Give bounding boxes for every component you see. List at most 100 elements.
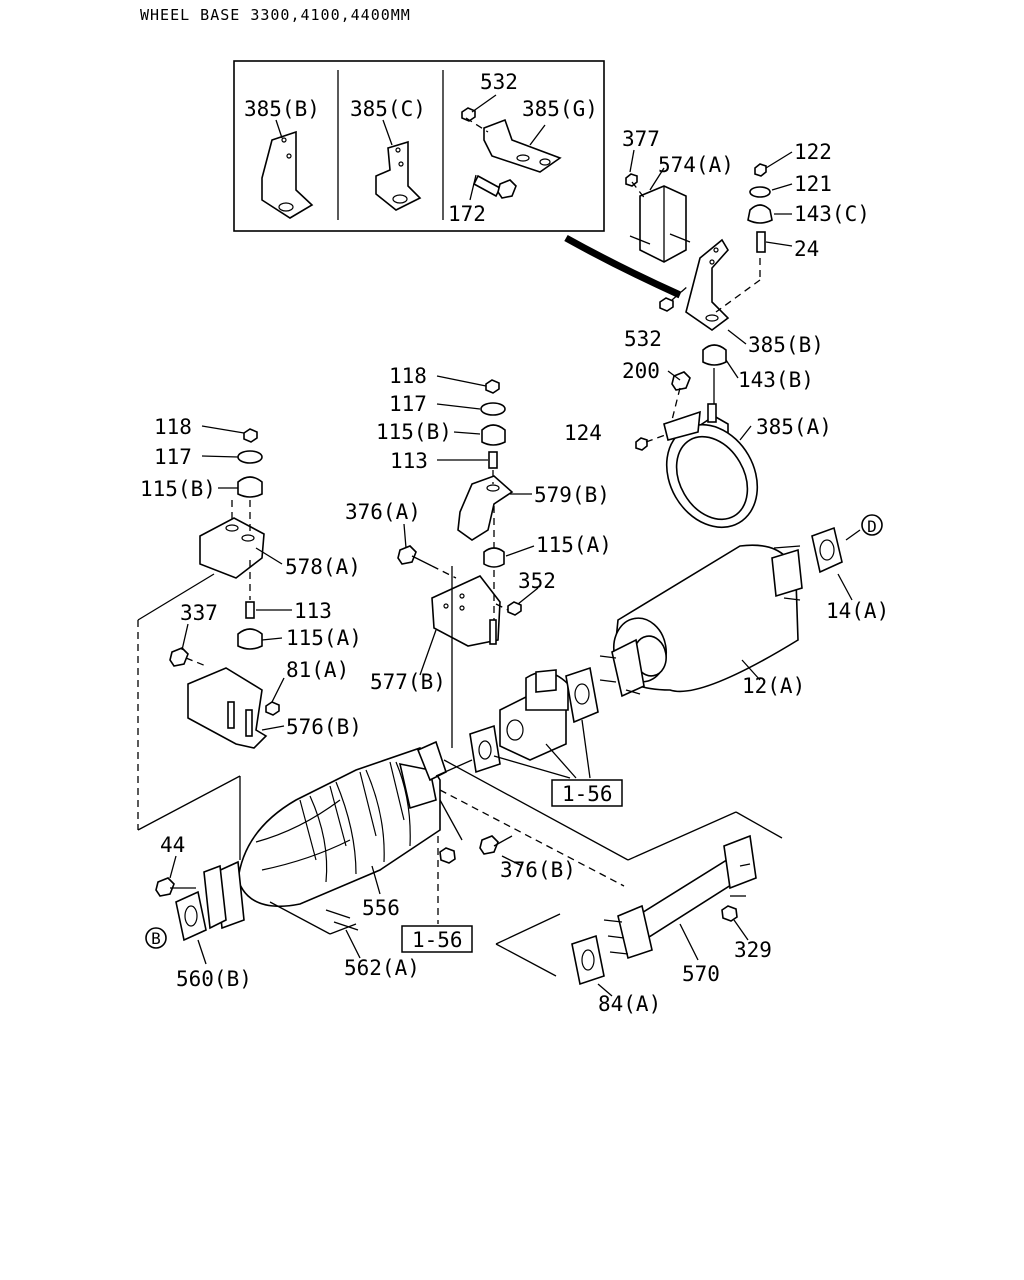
rubber-mount-574a — [639, 185, 687, 263]
label-113-left: 113 — [294, 599, 332, 623]
label-377: 377 — [622, 127, 660, 151]
label-115a-center: 115(A) — [536, 533, 612, 557]
callout-d-circle — [861, 514, 883, 536]
label-113-center: 113 — [390, 449, 428, 473]
catalytic-converter-556 — [203, 740, 447, 930]
label-577b: 577(B) — [370, 670, 446, 694]
bracket-385b — [685, 238, 730, 331]
bracket-385c-drawing — [375, 119, 422, 211]
label-143c: 143(C) — [794, 202, 870, 226]
label-115a-left: 115(A) — [286, 626, 362, 650]
nut-1-56 — [439, 847, 456, 864]
bolt-337 — [169, 647, 189, 667]
bracket-variants-inset: 385(B) 385(C) 532 385(G) 172 — [233, 60, 605, 232]
label-562a: 562(A) — [344, 956, 420, 980]
bracket-385g-drawing — [461, 94, 562, 201]
upper-right-hanger — [625, 149, 793, 529]
label-115b-left: 115(B) — [140, 477, 216, 501]
label-556: 556 — [362, 896, 400, 920]
nut-329 — [721, 905, 738, 922]
rubber-115b-left — [237, 476, 263, 498]
bracket-579b — [457, 475, 514, 541]
label-118-center: 118 — [389, 364, 427, 388]
bolt-200 — [671, 371, 691, 391]
bolt-376b — [479, 835, 499, 855]
bolt-376a — [397, 545, 417, 565]
label-578a: 578(A) — [285, 555, 361, 579]
nut-532 — [659, 297, 674, 312]
label-376b: 376(B) — [500, 858, 576, 882]
label-532: 532 — [624, 327, 662, 351]
label-385a: 385(A) — [756, 415, 832, 439]
label-117-center: 117 — [389, 392, 427, 416]
bracket-578a — [199, 517, 265, 579]
label-337: 337 — [180, 601, 218, 625]
collar-113-left — [245, 601, 255, 619]
label-385g-inset: 385(G) — [522, 97, 598, 121]
gasket-560b — [175, 890, 207, 965]
label-81a: 81(A) — [286, 658, 349, 682]
sensor-housing — [499, 669, 569, 761]
collar-113-center — [488, 451, 498, 469]
reference-box-1-56-b — [401, 925, 473, 953]
washer-117-left — [237, 450, 263, 464]
page-title: WHEEL BASE 3300,4100,4400MM — [140, 6, 411, 24]
rubber-115a-center — [483, 547, 505, 568]
label-118-left: 118 — [154, 415, 192, 439]
gasket-84a — [571, 934, 613, 997]
label-385c-inset: 385(C) — [350, 97, 426, 121]
label-200: 200 — [622, 359, 660, 383]
nut-118-center — [485, 379, 500, 394]
bracket-576b — [187, 667, 268, 749]
label-143b: 143(B) — [738, 368, 814, 392]
assembly-lines-right — [495, 811, 783, 977]
front-pipe-570 — [603, 834, 757, 960]
washer-121 — [749, 186, 771, 198]
nut-124 — [635, 437, 648, 451]
inset-pointer-arrow — [564, 234, 682, 299]
label-ref-1-56-b: 1-56 — [412, 928, 463, 952]
label-ref-1-56-a: 1-56 — [562, 782, 613, 806]
studs-562a — [325, 909, 361, 959]
label-329: 329 — [734, 938, 772, 962]
label-84a: 84(A) — [598, 992, 661, 1016]
muffler-12a — [599, 544, 803, 698]
label-24: 24 — [794, 237, 819, 261]
nut-122 — [754, 163, 767, 177]
label-121: 121 — [794, 172, 832, 196]
label-117-left: 117 — [154, 445, 192, 469]
assembly-lines-center — [269, 759, 737, 935]
label-12a: 12(A) — [742, 674, 805, 698]
label-560b: 560(B) — [176, 967, 252, 991]
rubber-115a-left — [237, 628, 263, 650]
label-122: 122 — [794, 140, 832, 164]
label-352: 352 — [518, 569, 556, 593]
bracket-385b-drawing — [261, 119, 314, 219]
nut-118-left — [243, 428, 258, 443]
reference-box-1-56-a — [551, 779, 623, 807]
gasket-14a — [811, 526, 861, 601]
assembly-lines-left — [137, 566, 453, 860]
label-14a: 14(A) — [826, 599, 889, 623]
rubber-143c — [747, 204, 773, 224]
callout-b: B — [151, 929, 161, 948]
callout-b-circle — [145, 927, 167, 949]
label-376a: 376(A) — [345, 500, 421, 524]
label-574a: 574(A) — [658, 153, 734, 177]
collar-24 — [756, 231, 766, 253]
nut-352 — [507, 601, 522, 616]
label-385b: 385(B) — [748, 333, 824, 357]
label-172-inset: 172 — [448, 202, 486, 226]
gasket-sensor-right — [565, 666, 599, 724]
gasket-sensor-left — [469, 724, 501, 774]
nut-81a — [265, 701, 280, 716]
label-532-inset: 532 — [480, 70, 518, 94]
callout-d: D — [867, 517, 877, 536]
label-579b: 579(B) — [534, 483, 610, 507]
label-576b: 576(B) — [286, 715, 362, 739]
label-385b-inset: 385(B) — [244, 97, 320, 121]
left-hanger — [169, 425, 292, 749]
band-clamp-385a — [663, 403, 759, 529]
washer-117-center — [480, 402, 506, 416]
